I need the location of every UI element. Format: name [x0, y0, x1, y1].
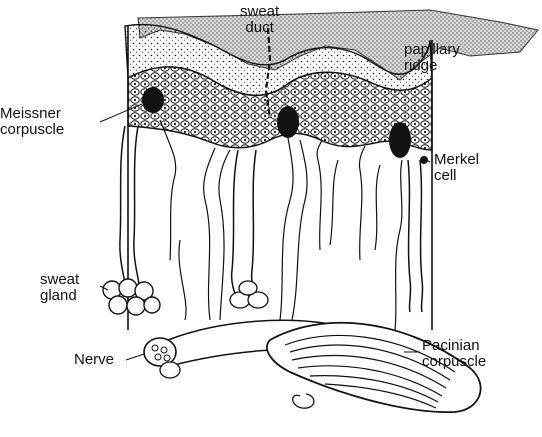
- sweat-gland-coils: [103, 279, 160, 315]
- right-duct: [408, 160, 423, 312]
- label-sweat-gland: sweat gland: [40, 272, 79, 304]
- label-meissner-corpuscle: Meissner corpuscle: [0, 106, 64, 138]
- meissner-corpuscle-3: [389, 122, 411, 158]
- label-sweat-duct: sweat duct: [240, 4, 279, 36]
- label-merkel-cell: Merkel cell: [434, 152, 479, 184]
- left-duct: [120, 126, 140, 290]
- label-papillary-ridge: papillary ridge: [404, 42, 460, 74]
- nerve-fibres: [160, 120, 402, 330]
- meissner-corpuscle-2: [277, 106, 299, 138]
- meissner-corpuscle-1: [142, 87, 164, 113]
- small-coil: [293, 394, 314, 408]
- label-nerve: Nerve: [74, 352, 114, 368]
- label-pacinian-corpuscle: Pacinian corpuscle: [422, 338, 486, 370]
- central-gland-coils: [230, 281, 268, 308]
